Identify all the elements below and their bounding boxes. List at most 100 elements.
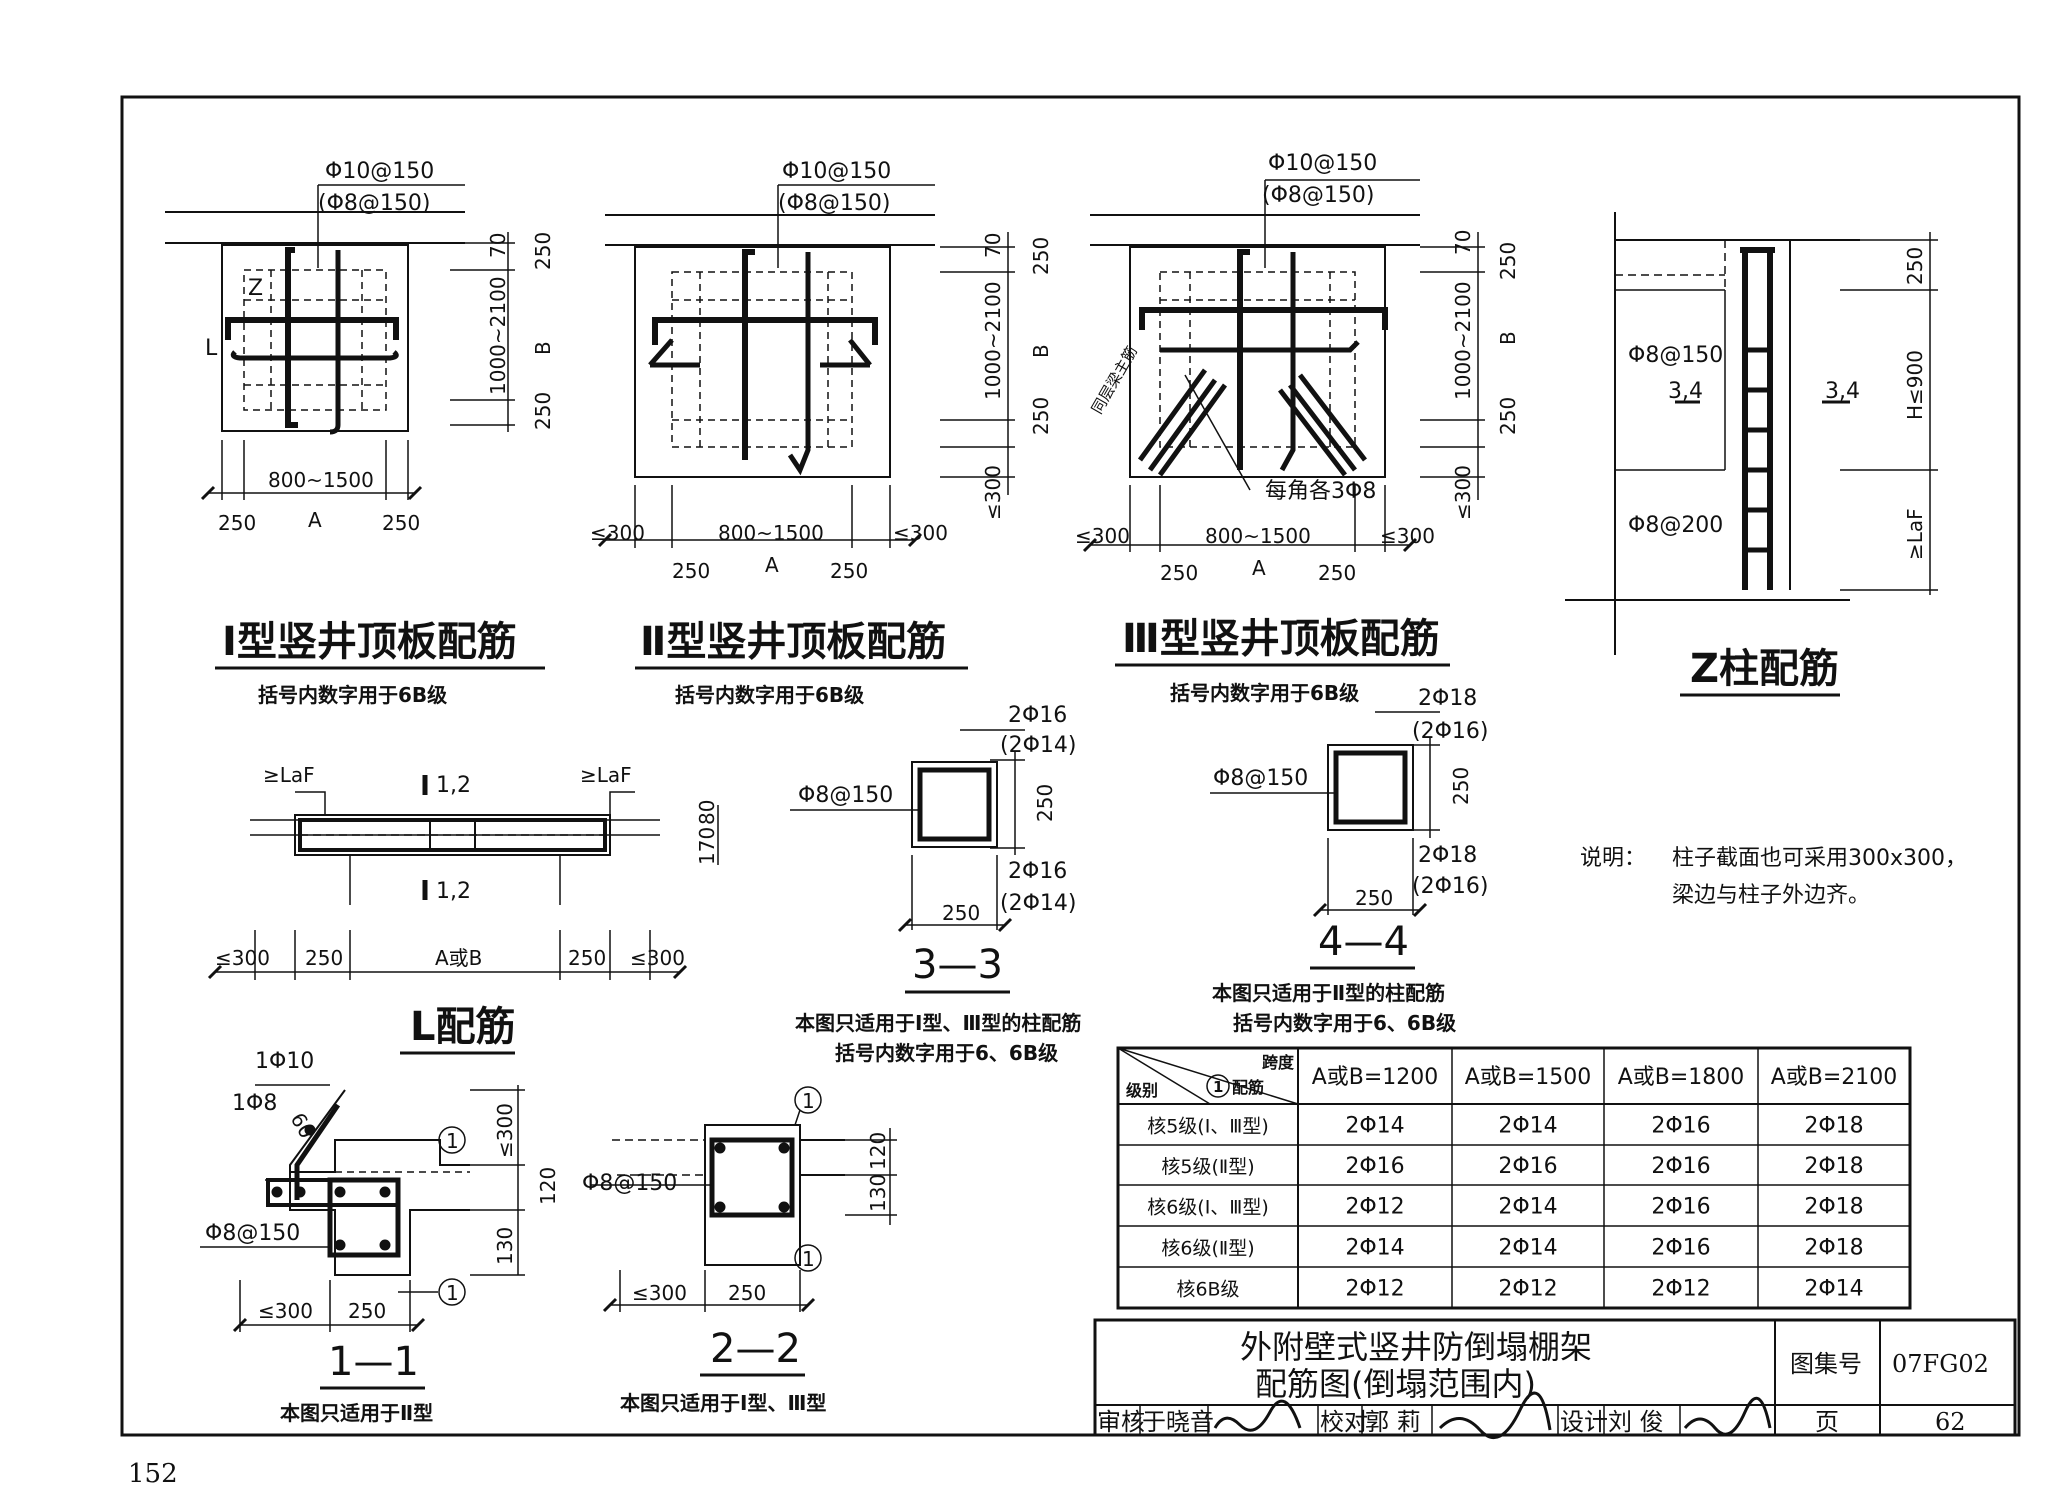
checker-name: 郭 莉	[1365, 1408, 1421, 1436]
section22-stirrup: Φ8@150	[582, 1171, 677, 1196]
type1-dim-B: B	[531, 341, 555, 355]
table-cell: 2Φ14	[1804, 1277, 1863, 1302]
lrebar-dim-300-left: ≤300	[215, 946, 270, 970]
type1-dim-250-left: 250	[218, 511, 256, 535]
section11-dim-300-v: ≤300	[493, 1103, 517, 1158]
table-col-header: A或B=1200	[1312, 1065, 1439, 1090]
section44-bottom-rebar: 2Φ18	[1418, 843, 1477, 868]
type2-phi8-label: (Φ8@150)	[778, 191, 890, 216]
type3-dim-1000-2100: 1000~2100	[1451, 281, 1475, 400]
explain-line2: 梁边与柱子外边齐。	[1672, 883, 1870, 908]
section11-drawing	[200, 1084, 525, 1333]
type2-dim-B: B	[1029, 344, 1053, 358]
type1-phi8-label: (Φ8@150)	[318, 191, 430, 216]
section33-note1: 本图只适用于Ⅰ型、Ⅲ型的柱配筋	[795, 1011, 1081, 1035]
section33-note2: 括号内数字用于6、6B级	[835, 1041, 1058, 1065]
reviewer-name: 于晓音	[1142, 1408, 1214, 1436]
table-cell: 2Φ16	[1651, 1114, 1710, 1139]
section44-note2: 括号内数字用于6、6B级	[1233, 1011, 1456, 1035]
type3-dim-B: B	[1496, 331, 1520, 345]
table-head-rebar: 配筋	[1232, 1078, 1264, 1097]
type1-plate-drawing	[165, 184, 515, 501]
table-cell: 2Φ18	[1804, 1114, 1863, 1139]
section33-stirrup: Φ8@150	[798, 783, 893, 808]
table-cell: 2Φ18	[1804, 1236, 1863, 1261]
section11-dim-130: 130	[493, 1227, 517, 1265]
section44-stirrup: Φ8@150	[1213, 766, 1308, 791]
designer-signature	[1683, 1396, 1772, 1436]
table-row-level: 核6B级	[1176, 1279, 1239, 1301]
type1-dim-250-bottom: 250	[531, 392, 555, 430]
reviewer-signature	[1213, 1399, 1302, 1432]
type3-dim-250-bottom: 250	[1496, 397, 1520, 435]
section22-note: 本图只适用于Ⅰ型、Ⅲ型	[620, 1391, 826, 1415]
table-head-level: 级别	[1126, 1081, 1158, 1100]
zcol-title: Z柱配筋	[1690, 646, 1839, 692]
table-head-span: 跨度	[1262, 1053, 1295, 1072]
lrebar-section-12-bottom: 1,2	[436, 879, 471, 904]
section44-note1: 本图只适用于Ⅱ型的柱配筋	[1212, 981, 1445, 1005]
type1-label-Z: Z	[248, 276, 263, 301]
table-cell: 2Φ12	[1345, 1277, 1404, 1302]
section22-title: 2—2	[710, 1326, 801, 1372]
table-cell: 2Φ14	[1498, 1114, 1557, 1139]
table-head-circle: 1	[1213, 1078, 1223, 1096]
type2-phi10-label: Φ10@150	[782, 159, 891, 184]
table-cell: 2Φ16	[1345, 1154, 1404, 1179]
type3-dim-A: A	[1252, 556, 1266, 580]
type2-dim-250-left: 250	[672, 559, 710, 583]
section11-circle1-bottom: 1	[446, 1281, 459, 1305]
design-label: 设计	[1560, 1408, 1608, 1436]
section11-title: 1—1	[328, 1339, 419, 1385]
section22-circle1-bottom: 1	[802, 1247, 815, 1271]
type3-dim-300-left: ≤300	[1075, 524, 1130, 548]
zcol-section-34-right: 3,4	[1825, 379, 1860, 404]
lrebar-dim-250-left: 250	[305, 946, 343, 970]
type3-corner-label: 每角各3Φ8	[1265, 479, 1376, 504]
table-cell: 2Φ14	[1345, 1236, 1404, 1261]
lrebar-dim-170: 170	[695, 827, 719, 865]
section22-dim-120: 120	[866, 1132, 890, 1170]
title-block-title1: 外附壁式竖井防倒塌棚架	[1240, 1328, 1592, 1366]
section44-top-rebar: 2Φ18	[1418, 686, 1477, 711]
section33-bottom-rebar-alt: (2Φ14)	[1000, 891, 1076, 916]
table-cell: 2Φ12	[1498, 1277, 1557, 1302]
type2-note: 括号内数字用于6B级	[675, 683, 864, 707]
title-block	[1093, 1318, 2017, 1440]
type3-plate-drawing	[1082, 179, 1485, 553]
type1-phi10-label: Φ10@150	[325, 159, 434, 184]
type2-dim-250-bottom: 250	[1029, 397, 1053, 435]
explain-line1: 柱子截面也可采用300x300，	[1672, 846, 1967, 871]
section11-note: 本图只适用于Ⅱ型	[280, 1401, 433, 1425]
zcol-dim-250: 250	[1903, 247, 1927, 285]
checker-signature	[1438, 1391, 1552, 1440]
table-cell: 2Φ16	[1651, 1154, 1710, 1179]
table-col-header: A或B=2100	[1771, 1065, 1898, 1090]
section33-title: 3—3	[912, 942, 1003, 988]
type2-dim-300-right: ≤300	[893, 521, 948, 545]
type2-dim-300-vert: ≤300	[981, 465, 1005, 520]
section22-dim-130: 130	[866, 1174, 890, 1212]
type1-dim-250-top: 250	[531, 232, 555, 270]
rebar-table	[1116, 1046, 1912, 1310]
table-cell: 2Φ14	[1498, 1236, 1557, 1261]
section22-circle1-top: 1	[802, 1089, 815, 1113]
section33-top-rebar: 2Φ16	[1008, 703, 1067, 728]
table-cell: 2Φ14	[1345, 1114, 1404, 1139]
section22-dim-250-h: 250	[728, 1281, 766, 1305]
designer-name: 刘 俊	[1608, 1408, 1664, 1436]
table-row-level: 核5级(Ⅱ型)	[1161, 1156, 1254, 1178]
section44-drawing	[1210, 711, 1440, 918]
section44-title: 4—4	[1318, 919, 1409, 965]
review-label: 审核	[1097, 1408, 1145, 1436]
atlas-number: 07FG02	[1892, 1350, 1989, 1378]
type2-title: Ⅱ型竖井顶板配筋	[640, 619, 946, 665]
title-block-title2: 配筋图(倒塌范围内)	[1255, 1365, 1536, 1403]
lrebar-dim-250-right: 250	[568, 946, 606, 970]
lrebar-dim-80: 80	[695, 800, 719, 825]
page-label: 页	[1815, 1408, 1839, 1436]
section33-bottom-rebar: 2Φ16	[1008, 859, 1067, 884]
table-cell: 2Φ16	[1651, 1195, 1710, 1220]
